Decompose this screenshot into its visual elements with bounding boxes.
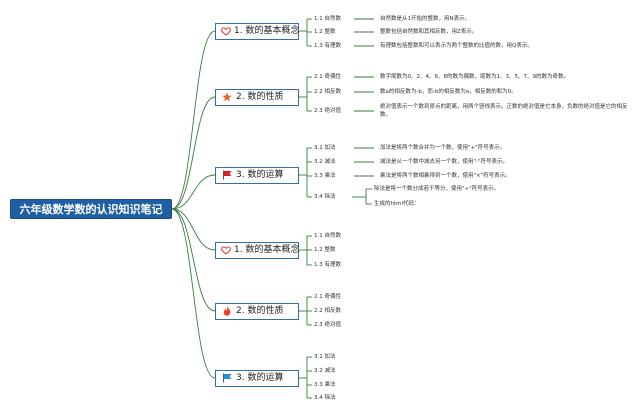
leaf-description: 整数包括自然数和其相反数，用Z表示。	[380, 29, 478, 35]
leaf-topic[interactable]: 3.1 加法	[314, 354, 336, 360]
root-connector	[171, 208, 216, 312]
leaf-topic[interactable]: 1.2 整数	[314, 29, 336, 35]
leaf-description: 自然数是从1开始的整数，用N表示。	[380, 16, 471, 22]
leaf-description: 有理数包括整数和可以表示为两个整数的比值的数，用Q表示。	[380, 43, 533, 49]
leaf-description: 绝对值表示一个数到原点的距离，用两个竖线表示。正数的绝对值是它本身，负数的绝对值…	[380, 104, 628, 118]
leaf-description: 减法是从一个数中减去另一个数，使用"-"符号表示。	[380, 159, 509, 165]
leaf-description: 数字尾数为0、2、4、6、8的数为偶数，尾数为1、3、5、7、9的数为奇数。	[380, 74, 569, 80]
leaf-topic[interactable]: 3.1 加法	[314, 145, 336, 151]
branch-label: 1. 数的基本概念	[234, 244, 300, 255]
leaf-topic[interactable]: 3.2 减法	[314, 368, 336, 374]
leaf-description: 除法是将一个数分成若干等分，使用"÷"符号表示。	[374, 186, 500, 192]
leaf-topic[interactable]: 1.1 自然数	[314, 16, 341, 22]
leaf-topic[interactable]: 2.3 绝对值	[314, 108, 341, 114]
root-topic[interactable]: 六年级数学数的认识知识笔记	[10, 199, 172, 219]
leaf-description: 加法是将两个数合并为一个数，使用"+"符号表示。	[380, 145, 506, 151]
branch-label: 2. 数的性质	[236, 91, 284, 102]
heart-icon	[221, 245, 231, 255]
leaf-topic[interactable]: 2.1 奇偶性	[314, 294, 341, 300]
branch-topic[interactable]: 2. 数的性质	[215, 88, 299, 106]
star-icon	[221, 92, 233, 102]
root-connector	[171, 96, 216, 210]
leaf-topic[interactable]: 1.2 整数	[314, 247, 336, 253]
branch-label: 3. 数的运算	[236, 372, 284, 383]
root-connector	[171, 174, 216, 210]
leaf-topic[interactable]: 3.4 除法	[314, 395, 336, 401]
branch-topic[interactable]: 3. 数的运算	[215, 166, 299, 184]
root-connector	[171, 30, 216, 210]
root-connector	[171, 208, 216, 251]
leaf-topic[interactable]: 2.3 绝对值	[314, 322, 341, 328]
fire-icon	[221, 306, 233, 316]
leaf-topic[interactable]: 3.3 乘法	[314, 173, 336, 179]
leaf-topic[interactable]: 1.1 自然数	[314, 233, 341, 239]
root-connector	[171, 208, 216, 379]
branch-topic[interactable]: 1. 数的基本概念	[215, 22, 300, 40]
leaf-description: 数a的相反数为-b，而-b的相反数为a，相反数的和为0。	[380, 89, 517, 95]
leaf-topic[interactable]: 2.1 奇偶性	[314, 74, 341, 80]
leaf-topic[interactable]: 3.4 除法	[314, 194, 336, 200]
branch-topic[interactable]: 1. 数的基本概念	[215, 241, 300, 259]
flag-icon	[221, 170, 233, 180]
leaf-description: 乘法是将两个数相乘得到一个数，使用"×"符号表示。	[380, 173, 511, 179]
branch-topic[interactable]: 3. 数的运算	[215, 369, 299, 387]
leaf-topic[interactable]: 1.3 有理数	[314, 262, 341, 268]
leaf-description: 生成的html代码：	[374, 201, 420, 207]
branch-topic[interactable]: 2. 数的性质	[215, 302, 299, 320]
leaf-topic[interactable]: 2.2 相反数	[314, 89, 341, 95]
leaf-topic[interactable]: 2.2 相反数	[314, 308, 341, 314]
leaf-topic[interactable]: 3.2 减法	[314, 159, 336, 165]
leaf-topic[interactable]: 3.3 乘法	[314, 382, 336, 388]
leaf-topic[interactable]: 1.3 有理数	[314, 43, 341, 49]
heart-icon	[221, 26, 231, 36]
branch-label: 2. 数的性质	[236, 305, 284, 316]
flag-icon	[221, 373, 233, 383]
branch-label: 1. 数的基本概念	[234, 25, 300, 36]
branch-label: 3. 数的运算	[236, 169, 284, 180]
